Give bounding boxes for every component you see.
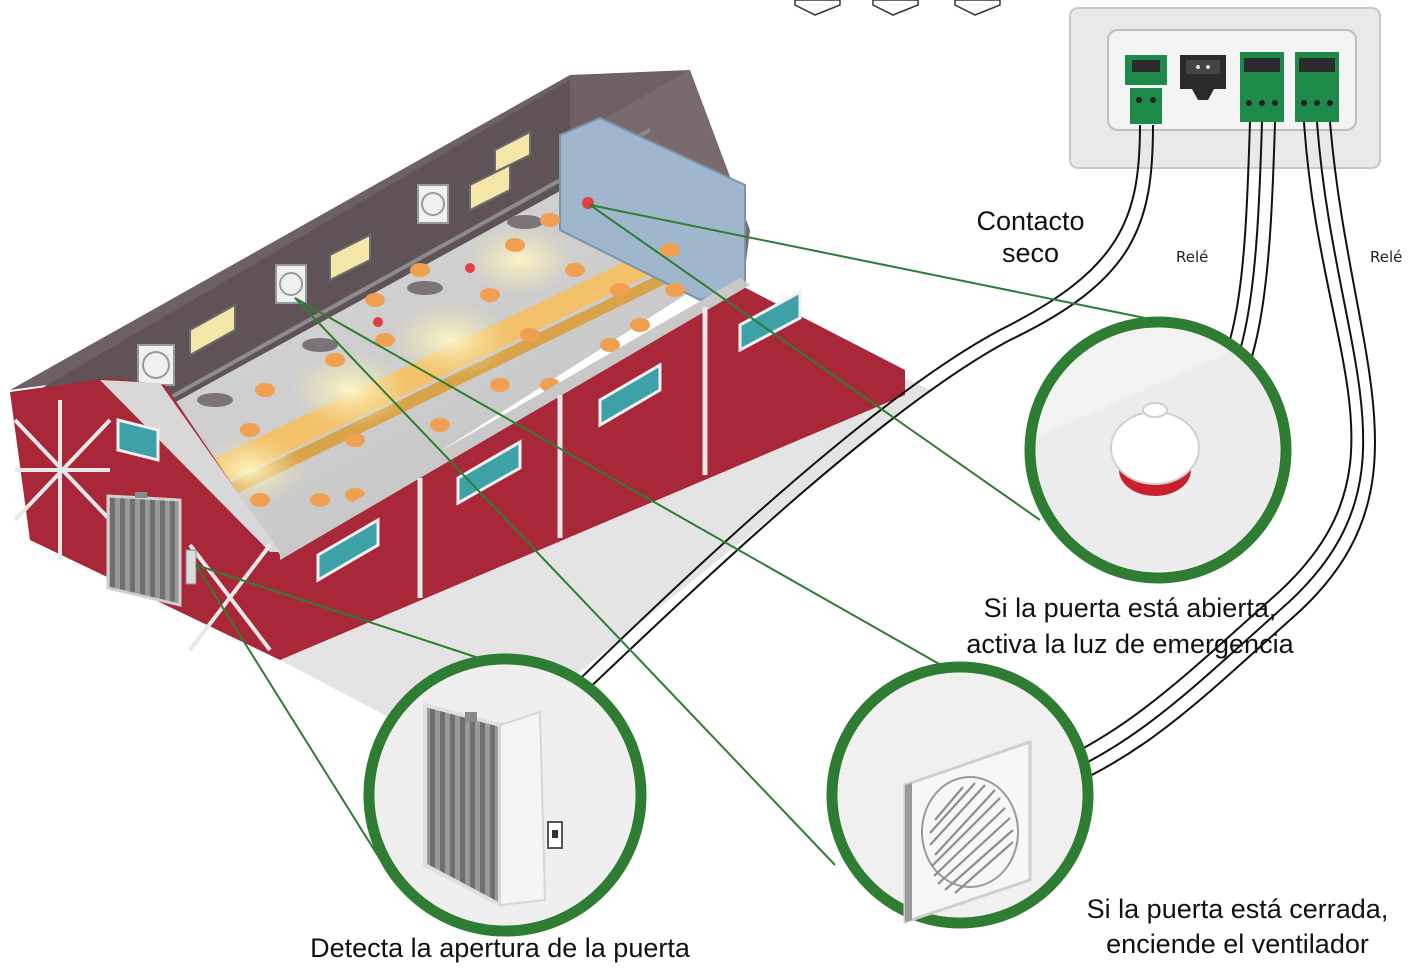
door-caption: Detecta la apertura de la puerta [310,933,690,963]
emergency-light-caption-line1: Si la puerta está abierta, [983,593,1277,623]
port-block [1180,55,1226,100]
barn-emergency-light [465,263,475,273]
emergency-light-caption-line2: activa la luz de emergencia [966,629,1294,660]
fan-callout [826,661,1094,929]
back-wall-fans [137,184,449,386]
door-sensor-icon [423,702,563,909]
emergency-light-icon [1110,402,1200,496]
dry-contact-line1: Contacto [976,206,1085,236]
front-windows [116,418,160,462]
controller-box [1069,7,1381,169]
emergency-light-callout [1024,316,1292,584]
front-braces [13,400,272,652]
back-windows [189,130,531,357]
fan-caption: Si la puerta está cerrada, enciende el v… [1060,892,1415,962]
fan-caption-line2: enciende el ventilador [1106,929,1369,960]
door-callout [363,653,647,937]
barn-side-wall [280,285,905,660]
barn-front-gable-edge [100,380,280,552]
side-wall-posts [417,307,708,598]
relay-terminal-block [1240,52,1284,122]
feeder-trough [215,262,690,502]
barn-emergency-light [373,317,383,327]
relay-label-1: Relé [1176,248,1209,266]
side-windows [316,289,802,583]
relay-label-2: Relé [1370,248,1403,266]
emergency-light-caption: Si la puerta está abierta, activa la luz… [930,590,1330,663]
dry-contact-label: Contacto seco [958,205,1103,270]
callout-lines [195,204,1146,881]
barn-door [106,494,182,607]
terminal-block [1125,55,1167,124]
relay-terminal-block [1295,52,1339,122]
door-sensor-small [185,549,197,585]
dry-contact-line2: seco [1001,238,1060,269]
fan-caption-line1: Si la puerta está cerrada, [1086,894,1389,924]
sensor-icons-top [794,0,1001,16]
door-sensor-small [135,492,147,498]
barn-illustration [10,70,930,760]
fan-icon [903,739,1032,925]
